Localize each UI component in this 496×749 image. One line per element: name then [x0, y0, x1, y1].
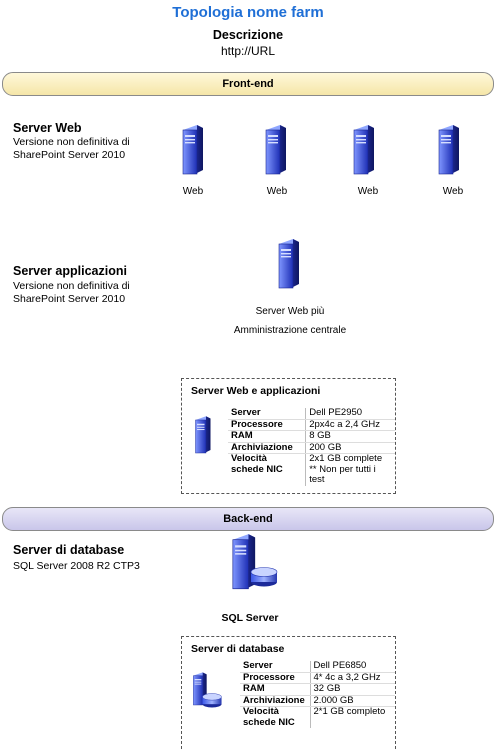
spec-value: Dell PE2950: [305, 407, 395, 420]
web-server-icon: [181, 124, 205, 176]
app-server-label-line2: Amministrazione centrale: [233, 325, 347, 336]
app-server-icon: [277, 238, 301, 290]
web-server-icon: [352, 124, 376, 176]
server-icon: [194, 415, 212, 455]
web-server-label: Web: [182, 186, 204, 197]
web-server-label: Web: [357, 186, 379, 197]
web-server-subtitle: Versione non definitiva di SharePoint Se…: [13, 136, 130, 161]
spec-key: Archiviazione: [228, 442, 307, 454]
sql-server-label: SQL Server: [221, 612, 279, 624]
description-url: http://URL: [220, 44, 276, 58]
app-server-heading: Server applicazioni: [13, 264, 127, 278]
spec-value: 2x1 GB complete ** Non per tutti i test: [309, 453, 383, 485]
spec-key: RAM: [240, 683, 311, 696]
spec-value: 4* 4c a 3,2 GHz: [310, 672, 395, 684]
db-server-subtitle: SQL Server 2008 R2 CTP3: [13, 560, 140, 572]
web-server-heading: Server Web: [13, 121, 82, 135]
spec-key: Velocità schede NIC: [240, 706, 311, 728]
spec-key: Processore: [240, 672, 311, 684]
spec-key: Server: [240, 660, 311, 673]
web-server-label: Web: [442, 186, 464, 197]
app-server-label-line1: Server Web più: [255, 306, 325, 317]
description-label: Descrizione: [212, 28, 284, 42]
web-server-label: Web: [266, 186, 288, 197]
spec-key: Velocità schede NIC: [228, 453, 307, 486]
spec-value: 2*1 GB completo: [313, 706, 386, 717]
web-app-spec-title: Server Web e applicazioni: [191, 385, 321, 397]
page-title: Topologia nome farm: [172, 4, 324, 21]
front-end-band: Front-end: [2, 72, 494, 96]
spec-value: 8 GB: [305, 430, 395, 443]
db-server-heading: Server di database: [13, 543, 125, 557]
spec-value: 32 GB: [310, 683, 395, 696]
db-spec-title: Server di database: [191, 643, 285, 655]
app-server-subtitle: Versione non definitiva di SharePoint Se…: [13, 280, 130, 305]
spec-value: 2px4c a 2,4 GHz: [305, 419, 395, 431]
spec-value: 2.000 GB: [310, 695, 395, 707]
database-disk-icon: [201, 693, 223, 708]
spec-key: Server: [228, 407, 307, 420]
database-disk-icon: [249, 567, 279, 587]
spec-key: Processore: [228, 419, 307, 431]
spec-value: 200 GB: [305, 442, 395, 454]
web-server-icon: [264, 124, 288, 176]
spec-value: Dell PE6850: [310, 660, 395, 673]
spec-key: Archiviazione: [240, 695, 311, 707]
back-end-band: Back-end: [2, 507, 494, 531]
spec-key: RAM: [228, 430, 307, 443]
web-server-icon: [437, 124, 461, 176]
